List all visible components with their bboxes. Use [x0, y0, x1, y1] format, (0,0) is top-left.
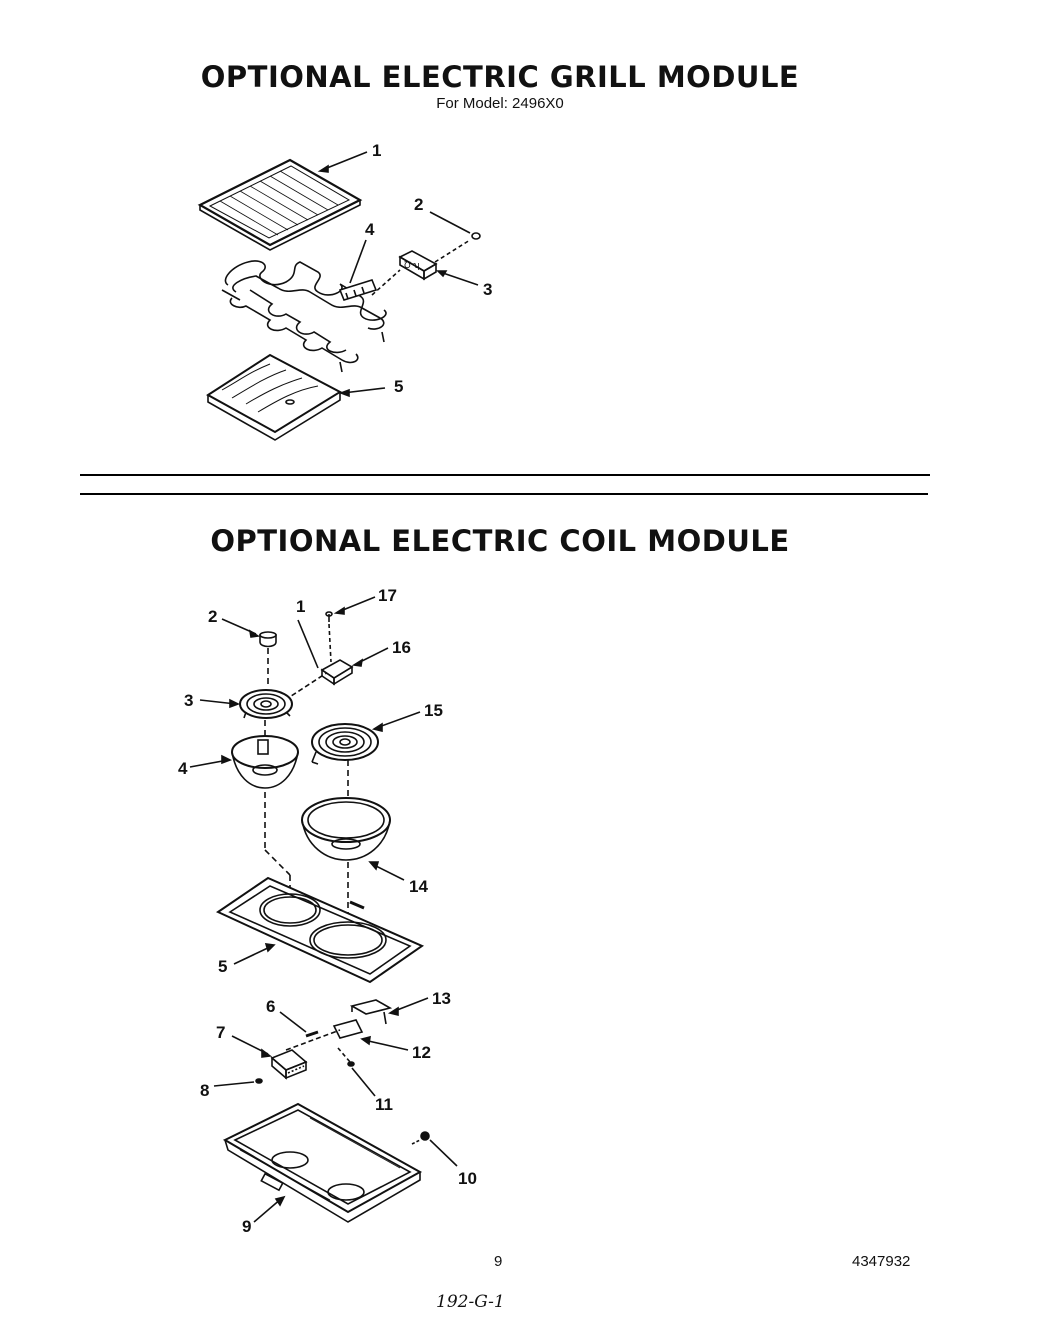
- coil-part-label-16: 16: [392, 638, 411, 657]
- receptacle-icon: [320, 659, 354, 686]
- clip-icon: [305, 1030, 319, 1038]
- screw-icon: [420, 1131, 430, 1141]
- coil-part-label-9: 9: [242, 1217, 251, 1236]
- screw-icon: [255, 1078, 263, 1084]
- grease-pan-icon: [206, 353, 343, 441]
- coil-part-label-7: 7: [216, 1023, 225, 1042]
- coil-part-label-12: 12: [412, 1043, 431, 1062]
- small-coil-element-icon: [239, 689, 293, 719]
- coil-part-label-1: 1: [296, 597, 305, 616]
- grill-element-icon: [221, 260, 387, 373]
- screw-icon: [347, 1061, 355, 1067]
- grill-module-subtitle: For Model: 2496X0: [436, 95, 564, 112]
- screw-icon: [325, 611, 333, 622]
- receptacle-bracket-icon: [349, 999, 393, 1025]
- receptacle-icon: [270, 1049, 308, 1080]
- coil-part-label-6: 6: [266, 997, 275, 1016]
- grill-part-label-4: 4: [365, 220, 375, 239]
- module-housing-icon: [222, 1102, 423, 1223]
- coil-part-label-15: 15: [424, 701, 443, 720]
- receptacle-plate-icon: [332, 1019, 364, 1039]
- coil-part-label-5: 5: [218, 957, 227, 976]
- coil-module-title: OPTIONAL ELECTRIC COIL MODULE: [210, 524, 790, 558]
- coil-part-label-4: 4: [178, 759, 188, 778]
- section-divider-top: [80, 474, 930, 476]
- large-drip-bowl-icon: [301, 797, 391, 861]
- cooktop-frame-icon: [215, 876, 425, 984]
- coil-part-label-8: 8: [200, 1081, 209, 1100]
- grill-module-title: OPTIONAL ELECTRIC GRILL MODULE: [200, 60, 800, 94]
- handwritten-note: 192-G-1: [436, 1292, 505, 1312]
- screw-icon: [471, 232, 481, 240]
- coil-part-label-2: 2: [208, 607, 217, 626]
- section-divider-bottom: [80, 493, 928, 495]
- grill-grate-icon: [197, 158, 363, 251]
- grill-part-label-2: 2: [414, 195, 423, 214]
- large-coil-element-icon: [311, 723, 379, 765]
- small-drip-bowl-icon: [231, 735, 299, 789]
- coil-part-label-13: 13: [432, 989, 451, 1008]
- grill-part-label-3: 3: [483, 280, 492, 299]
- part-number: 4347932: [852, 1253, 911, 1270]
- terminal-block-icon: Ʊ ʮ: [398, 250, 438, 281]
- coil-part-label-14: 14: [409, 877, 428, 896]
- coil-part-label-11: 11: [375, 1095, 393, 1114]
- coil-part-label-10: 10: [458, 1169, 477, 1188]
- grill-part-label-1: 1: [372, 141, 381, 160]
- page-number: 9: [494, 1253, 503, 1270]
- grill-part-label-5: 5: [394, 377, 403, 396]
- coil-part-label-3: 3: [184, 691, 193, 710]
- svg-text:Ʊ ʮ: Ʊ ʮ: [404, 260, 419, 270]
- knob-cap-icon: [259, 631, 277, 648]
- coil-part-label-17: 17: [378, 586, 397, 605]
